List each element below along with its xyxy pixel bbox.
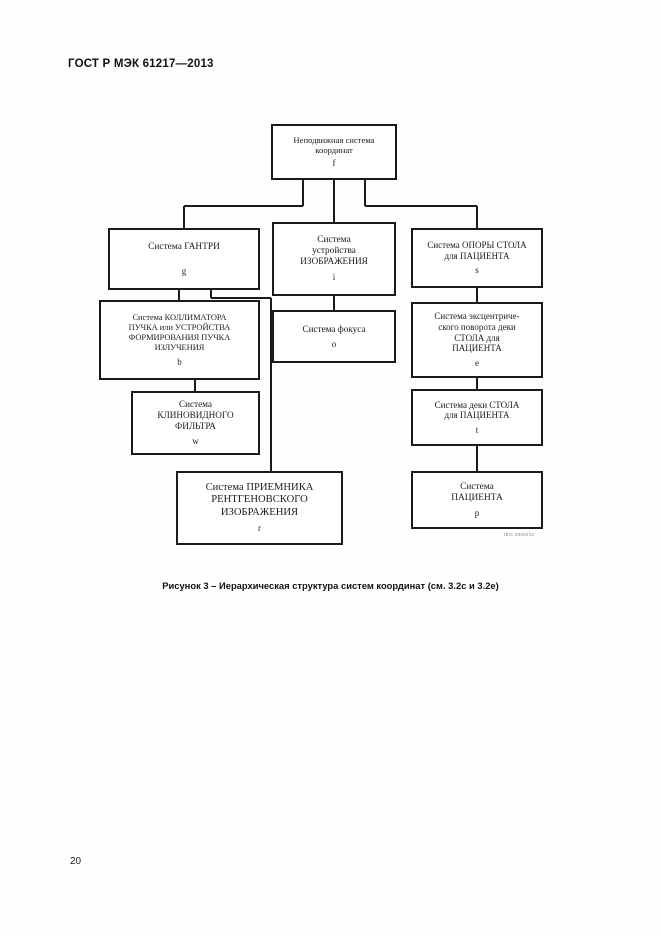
node-f-symbol: f [332,158,336,169]
node-b-symbol: b [177,356,182,367]
node-xray-image-receptor-system: Система ПРИЕМНИКА РЕНТГЕНОВСКОГО ИЗОБРАЖ… [176,471,343,545]
node-gantry-system: Система ГАНТРИ g [108,228,260,290]
node-r-label: Система ПРИЕМНИКА РЕНТГЕНОВСКОГО ИЗОБРАЖ… [205,481,314,518]
node-beam-collimator-system: Система КОЛЛИМАТОРА ПУЧКА или УСТРОЙСТВА… [99,300,260,380]
node-r-symbol: r [258,523,261,534]
document-header-standard-number: ГОСТ Р МЭК 61217—2013 [68,58,214,70]
node-eccentric-table-rotation-system: Система эксцентриче- ского поворота деки… [411,302,543,378]
figure-caption: Рисунок 3 – Иерархическая структура сист… [162,580,499,591]
node-patient-table-support-system: Система ОПОРЫ СТОЛА для ПАЦИЕНТА s [411,228,543,288]
node-i-symbol: i [332,272,336,283]
node-s-label: Система ОПОРЫ СТОЛА для ПАЦИЕНТА [427,240,527,261]
figure-3-hierarchy-diagram: Неподвижная система координат f Система … [99,124,543,545]
node-focus-system: Система фокуса o [272,310,396,363]
node-e-label: Система эксцентриче- ского поворота деки… [434,311,520,354]
node-p-symbol: p [474,507,480,518]
iec-source-reference: IEC 2600/11 [504,532,535,537]
node-g-symbol: g [181,265,187,276]
node-imaging-device-system: Система устройства ИЗОБРАЖЕНИЯ i [272,222,396,296]
node-fixed-coordinate-system: Неподвижная система координат f [271,124,397,180]
node-o-symbol: o [331,338,337,349]
node-wedge-filter-system: Система КЛИНОВИДНОГО ФИЛЬТРА w [131,391,260,455]
node-g-label: Система ГАНТРИ [148,241,220,252]
node-b-label: Система КОЛЛИМАТОРА ПУЧКА или УСТРОЙСТВА… [128,312,231,352]
node-o-label: Система фокуса [302,323,366,334]
node-e-symbol: e [475,357,479,368]
page-number: 20 [70,856,82,867]
node-t-symbol: t [475,424,479,435]
diagram-connector-lines [177,180,479,471]
node-w-symbol: w [192,435,199,446]
node-t-label: Система деки СТОЛА для ПАЦИЕНТА [434,399,520,421]
node-s-symbol: s [475,265,479,276]
node-p-label: Система ПАЦИЕНТА [451,481,503,503]
node-w-label: Система КЛИНОВИДНОГО ФИЛЬТРА [157,399,234,432]
node-patient-system: Система ПАЦИЕНТА p [411,471,543,529]
node-i-label: Система устройства ИЗОБРАЖЕНИЯ [300,235,368,268]
node-patient-table-top-system: Система деки СТОЛА для ПАЦИЕНТА t [411,389,543,446]
node-f-label: Неподвижная система координат [293,135,375,156]
